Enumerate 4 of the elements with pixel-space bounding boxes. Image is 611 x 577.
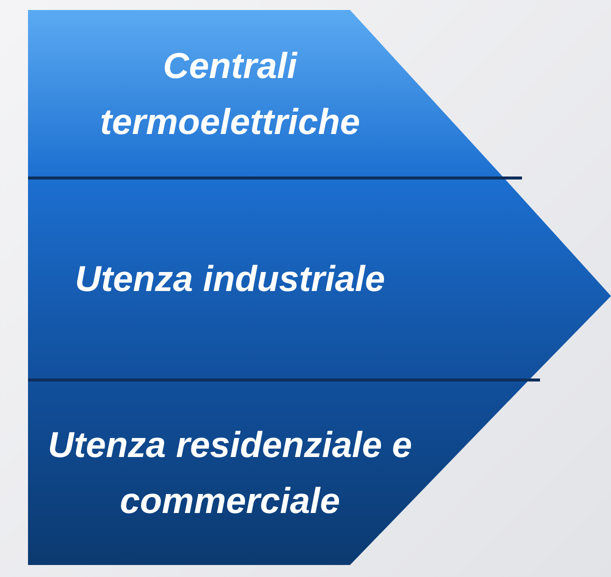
- band-label: Utenza industriale: [74, 257, 386, 301]
- chevron-band: [28, 178, 611, 380]
- band-label: Utenza residenziale e commerciale: [46, 422, 414, 522]
- band-label: Centrali termoelettriche: [98, 44, 362, 144]
